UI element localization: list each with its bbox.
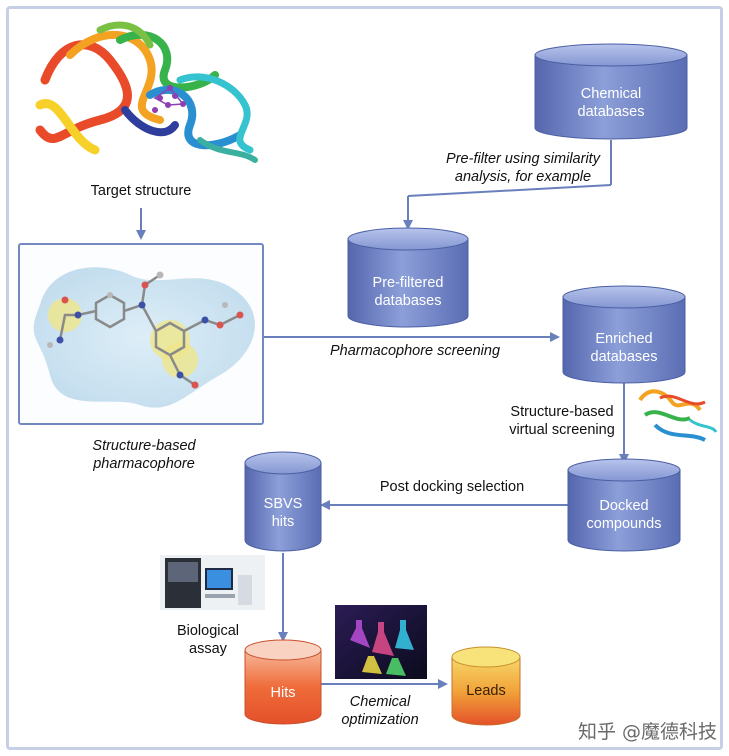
docked-compounds-line2: compounds — [586, 516, 662, 532]
chemical-databases-line1: Chemical — [580, 86, 642, 102]
small-protein-image — [638, 389, 718, 442]
sbvs-hits-cylinder — [244, 451, 322, 552]
prefilter-line2: analysis, for example — [454, 169, 592, 185]
sbvs-hits-line1: SBVS — [263, 496, 303, 512]
enriched-databases-cylinder — [562, 285, 686, 384]
watermark: 知乎 @魔德科技 — [577, 721, 717, 743]
arrow-prefilter-diagonal — [407, 184, 612, 197]
chemical-databases-cylinder — [534, 43, 688, 140]
enriched-databases-line1: Enriched — [595, 331, 653, 347]
bio-assay-line1: Biological — [176, 623, 240, 639]
hits-line1: Hits — [270, 685, 296, 701]
enriched-databases-label: Enriched databases — [564, 330, 684, 366]
sbvs-line1: Structure-based — [510, 404, 614, 420]
sbvs-label: Structure-based virtual screening — [492, 403, 632, 439]
leads-label: Leads — [452, 682, 520, 700]
sb-pharmacophore-line2: pharmacophore — [93, 456, 195, 472]
pharmacophore-model-image — [33, 267, 255, 408]
chem-opt-line2: optimization — [341, 712, 419, 728]
prefiltered-databases-cylinder — [347, 227, 469, 328]
hits-label: Hits — [245, 684, 321, 702]
chem-opt-line1: Chemical — [349, 694, 411, 710]
protein-structure-image — [35, 21, 258, 163]
biological-assay-image — [160, 555, 265, 610]
leads-cylinder — [451, 646, 521, 726]
prefilter-label: Pre-filter using similarity analysis, fo… — [418, 150, 628, 186]
leads-line1: Leads — [466, 683, 506, 699]
sbvs-hits-line2: hits — [271, 514, 295, 530]
pharmacophore-screening-label: Pharmacophore screening — [329, 343, 501, 359]
sbvs-hits-label: SBVS hits — [245, 495, 321, 531]
sbvs-line2: virtual screening — [509, 422, 615, 438]
pharmacophore-panel — [18, 243, 264, 425]
post-docking-label: Post docking selection — [379, 479, 525, 495]
prefiltered-databases-label: Pre-filtered databases — [348, 274, 468, 310]
chemical-optimization-label: Chemical optimization — [330, 693, 430, 729]
prefilter-line1: Pre-filter using similarity — [446, 151, 600, 167]
prefiltered-databases-line1: Pre-filtered — [372, 275, 444, 291]
enriched-databases-line2: databases — [590, 349, 658, 365]
docked-compounds-cylinder — [567, 458, 681, 552]
target-structure-label: Target structure — [90, 183, 192, 199]
biological-assay-label: Biological assay — [158, 622, 258, 658]
hits-cylinder — [244, 639, 322, 725]
chemical-flasks-image — [335, 605, 427, 679]
chemical-databases-label: Chemical databases — [541, 85, 681, 121]
structure-based-pharmacophore-label: Structure-based pharmacophore — [59, 437, 229, 473]
sb-pharmacophore-line1: Structure-based — [92, 438, 196, 454]
docked-compounds-label: Docked compounds — [568, 497, 680, 533]
bio-assay-line2: assay — [189, 641, 227, 657]
chemical-databases-line2: databases — [577, 104, 645, 120]
docked-compounds-line1: Docked — [599, 498, 649, 514]
prefiltered-databases-line2: databases — [374, 293, 442, 309]
